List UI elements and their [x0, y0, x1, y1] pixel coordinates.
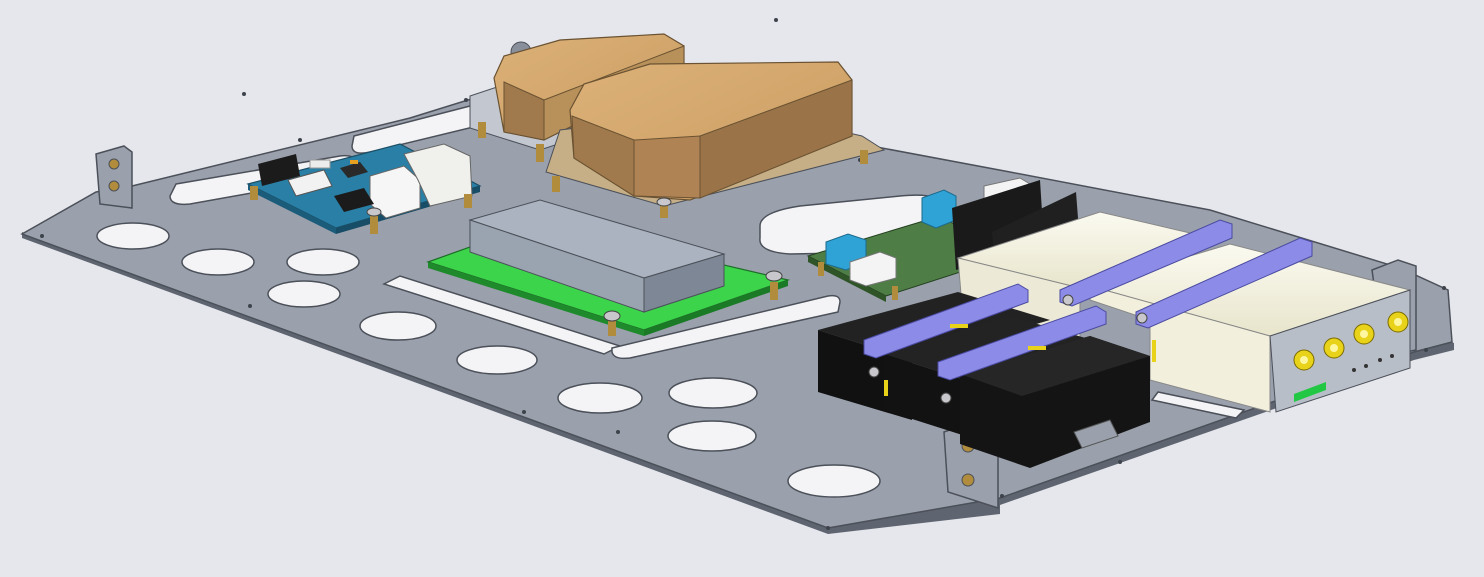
status-led-strip [1294, 382, 1326, 402]
black-module-3 [960, 336, 1150, 468]
purple-brackets-rear [1059, 219, 1313, 329]
arduino-board [246, 143, 482, 234]
mcu-chip [334, 188, 374, 212]
power-module [426, 199, 791, 336]
power-jack [258, 154, 300, 186]
plate-holes [96, 103, 1246, 498]
transformer-front [545, 61, 886, 218]
sma-connectors [1293, 311, 1409, 371]
left-mount-tab [95, 145, 133, 209]
purple-brackets-front [863, 283, 1156, 404]
rf-module-front [1088, 243, 1412, 413]
